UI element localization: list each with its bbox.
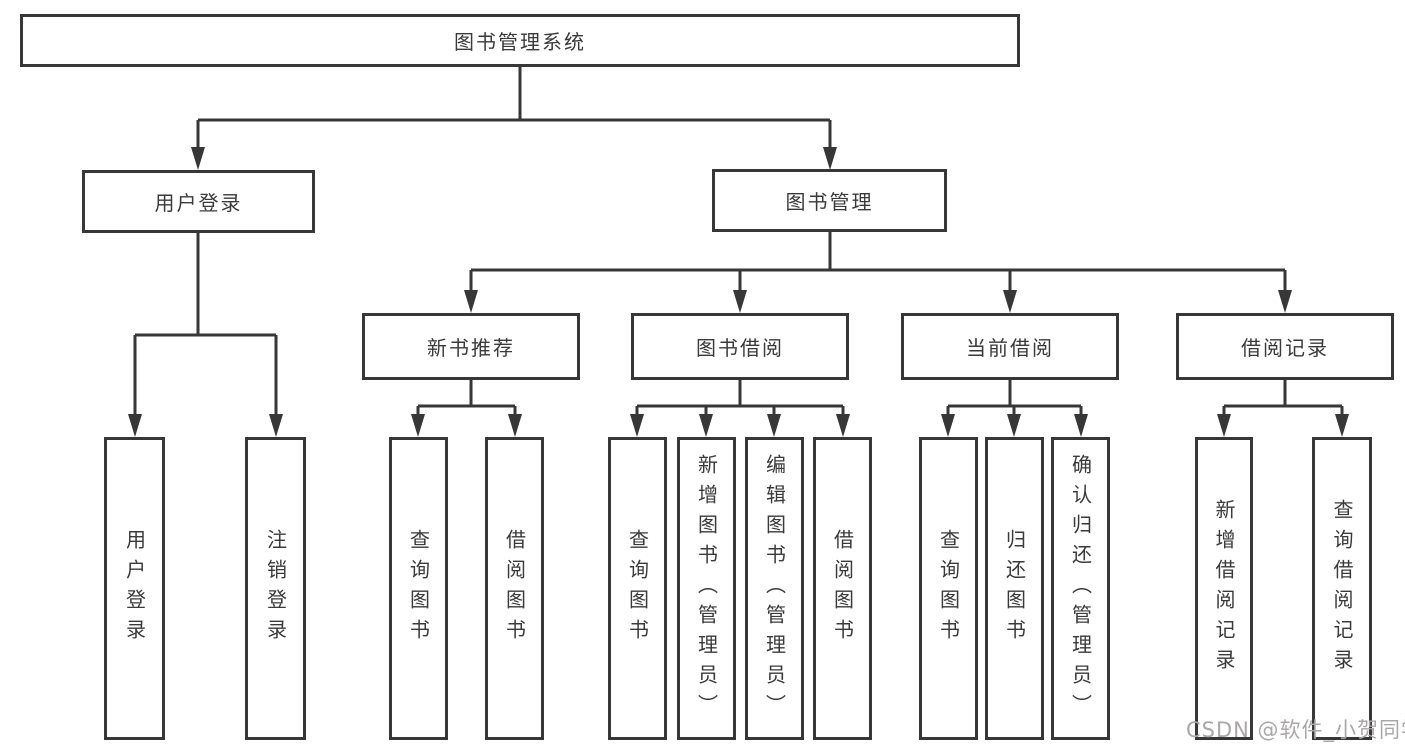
leaf-return-book-label: 归还图书 bbox=[1002, 528, 1027, 649]
leaf-query-books-current: 查询图书 bbox=[919, 437, 978, 740]
leaf-borrow-books-recommend: 借阅图书 bbox=[485, 437, 544, 740]
leaf-add-book-admin: 新增图书（管理员） bbox=[677, 437, 736, 740]
leaf-borrow-books-recommend-label: 借阅图书 bbox=[502, 528, 527, 649]
leaf-edit-book-admin-label: 编辑图书（管理员） bbox=[762, 453, 787, 724]
leaf-add-book-admin-label: 新增图书（管理员） bbox=[694, 453, 719, 724]
leaf-query-books-borrow: 查询图书 bbox=[608, 437, 667, 740]
node-book-borrow: 图书借阅 bbox=[631, 313, 849, 380]
node-current-borrow: 当前借阅 bbox=[901, 313, 1119, 380]
leaf-add-borrow-record: 新增借阅记录 bbox=[1195, 437, 1253, 740]
leaf-confirm-return-admin-label: 确认归还（管理员） bbox=[1068, 453, 1093, 724]
leaf-query-books-borrow-label: 查询图书 bbox=[625, 528, 650, 649]
node-user-login: 用户登录 bbox=[82, 170, 315, 233]
node-borrow-records-label: 借阅记录 bbox=[1241, 336, 1329, 360]
node-book-management-label: 图书管理 bbox=[785, 190, 874, 214]
leaf-edit-book-admin: 编辑图书（管理员） bbox=[745, 437, 804, 740]
leaf-user-login-label: 用户登录 bbox=[122, 528, 147, 649]
watermark: CSDN @软件_小贺同学 bbox=[1186, 718, 1405, 742]
node-borrow-records: 借阅记录 bbox=[1176, 313, 1394, 380]
leaf-query-borrow-record-label: 查询借阅记录 bbox=[1330, 498, 1354, 679]
leaf-confirm-return-admin: 确认归还（管理员） bbox=[1051, 437, 1110, 740]
node-root: 图书管理系统 bbox=[20, 14, 1020, 67]
leaf-query-books-recommend: 查询图书 bbox=[389, 437, 448, 740]
leaf-logout: 注销登录 bbox=[245, 437, 306, 740]
node-user-login-label: 用户登录 bbox=[154, 191, 243, 215]
node-current-borrow-label: 当前借阅 bbox=[966, 336, 1054, 360]
node-root-label: 图书管理系统 bbox=[454, 30, 586, 54]
node-new-book-recommend: 新书推荐 bbox=[362, 313, 580, 380]
leaf-borrow-books-label: 借阅图书 bbox=[830, 528, 855, 649]
leaf-query-books-recommend-label: 查询图书 bbox=[406, 528, 431, 649]
node-book-management: 图书管理 bbox=[712, 169, 947, 232]
leaf-borrow-books: 借阅图书 bbox=[813, 437, 872, 740]
node-new-book-recommend-label: 新书推荐 bbox=[427, 336, 515, 360]
leaf-return-book: 归还图书 bbox=[985, 437, 1044, 740]
leaf-add-borrow-record-label: 新增借阅记录 bbox=[1212, 498, 1236, 679]
node-book-borrow-label: 图书借阅 bbox=[696, 336, 784, 360]
leaf-user-login: 用户登录 bbox=[104, 437, 165, 740]
leaf-query-books-current-label: 查询图书 bbox=[936, 528, 961, 649]
leaf-query-borrow-record: 查询借阅记录 bbox=[1312, 437, 1372, 740]
leaf-logout-label: 注销登录 bbox=[263, 528, 288, 649]
